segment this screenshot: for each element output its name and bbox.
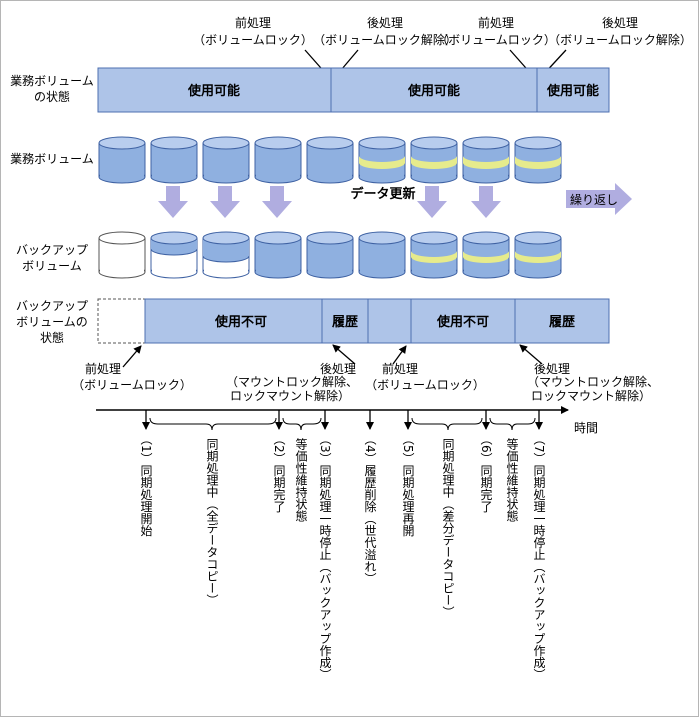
bottom-annotation-2-title: 後処理 [320,362,356,376]
business-volume-1-icon [98,136,146,184]
top-annotation-4: 後処理 （ボリュームロック解除） [548,16,692,47]
backup-state-label-2: ボリュームの [16,315,88,329]
business-volume-9-icon [514,136,562,184]
backup-volume-5-icon [306,231,354,279]
repeat-label: 繰り返し [570,193,618,207]
bottom-annotation-3-sub: （ボリュームロック） [365,378,485,392]
business-volume-label: 業務ボリューム [10,152,94,166]
top-annotation-1: 前処理 （ボリュームロック） [193,15,313,47]
arrow-bottom-4 [519,344,543,365]
copy-arrow-5 [471,186,501,218]
timeline-step-4: 等価性維持状態 [294,438,308,522]
timeline-step-10: 等価性維持状態 [505,438,519,522]
timeline-step-7: （5）同期処理再開 [401,433,415,537]
bottom-annotation-3-title: 前処理 [382,361,418,376]
backup-volume-3-icon [202,231,250,279]
business-state-segment-2: 使用可能 [407,83,460,99]
brace-equiv-2 [489,417,536,431]
backup-volume-2-icon [150,231,198,279]
bottom-annotation-4-sub-2: ロックマウント解除） [531,388,651,403]
bottom-annotation-1-title: 前処理 [85,361,121,376]
business-state-label-2: の状態 [34,89,70,104]
top-annotation-1-sub: （ボリュームロック） [193,33,313,47]
timeline-step-9: （6）同期完了 [479,433,493,513]
timeline-step-1: （1）同期処理開始 [139,433,153,537]
backup-volume-7-icon [410,231,458,279]
backup-volume-row [98,231,562,279]
bottom-annotation-4-sub-1: （マウントロック解除、 [527,374,659,389]
top-annotation-3-title: 前処理 [478,15,514,30]
top-annotation-1-title: 前処理 [235,15,271,30]
brace-sync-full [149,417,277,431]
backup-state-segment-2: 履歴 [332,315,358,330]
repeat-arrow-icon [566,183,632,215]
backup-state-label-1: バックアップ [16,299,88,313]
business-volume-row [98,136,562,184]
business-volume-7-icon [410,136,458,184]
bottom-annotation-2-sub-2: ロックマウント解除） [230,388,350,403]
top-annotation-2-sub: （ボリュームロック解除） [313,32,457,47]
backup-state-bar [144,298,610,344]
business-volume-8-icon [462,136,510,184]
top-annotation-2: 後処理 （ボリュームロック解除） [313,16,457,47]
backup-state-segment-1: 使用不可 [214,314,267,330]
backup-volume-8-icon [462,231,510,279]
timeline-step-11: （7）同期処理一時停止（バックアップ作成） [532,433,546,681]
time-label: 時間 [574,421,598,435]
business-volume-2-icon [150,136,198,184]
backup-volume-9-icon [514,231,562,279]
backup-state-segment-3: 使用不可 [436,314,489,330]
arrow-bottom-3 [392,345,407,365]
timeline-braces [149,417,536,431]
backup-state-label-3: 状態 [40,330,64,345]
timeline-step-6: （4）履歴削除（世代溢れ） [363,433,377,585]
business-volume-6-icon [358,136,406,184]
brace-sync-diff [411,417,483,431]
backup-volume-4-icon [254,231,302,279]
timeline-step-5: （3）同期処理一時停止（バックアップ作成） [318,433,332,681]
business-state-segment-1: 使用可能 [187,83,240,99]
bottom-annotation-4-title: 後処理 [534,362,570,376]
business-volume-3-icon [202,136,250,184]
backup-volume-1-icon [98,231,146,279]
copy-arrow-4 [417,186,447,218]
timeline-step-3: （2）同期完了 [272,433,286,513]
backup-volume-label-1: バックアップ [16,243,88,257]
arrow-bottom-1 [122,345,142,368]
business-volume-5-icon [306,136,354,184]
backup-state-segment-4: 履歴 [549,315,575,330]
timeline-step-2: 同期処理中（全データコピー） [205,438,219,606]
bottom-annotation-2-sub-1: （マウントロック解除、 [226,374,358,389]
top-annotation-3-sub: （ボリュームロック） [436,33,556,47]
backup-state-empty-segment [97,298,146,344]
copy-arrow-3 [262,186,292,218]
brace-equiv-1 [282,417,322,431]
arrow-bottom-2 [332,344,356,365]
business-state-bar [97,67,610,113]
backup-volume-label-2: ボリューム [22,259,82,273]
bottom-annotation-1-sub: （ボリュームロック） [72,378,192,392]
copy-arrow-1 [158,186,188,218]
business-state-segment-3: 使用可能 [546,83,599,99]
copy-arrow-2 [210,186,240,218]
timeline-markers [142,410,543,430]
timeline-step-8: 同期処理中（差分データコピー） [441,438,455,618]
top-annotation-4-title: 後処理 [602,16,638,30]
copy-arrows [158,186,501,218]
top-annotation-4-sub: （ボリュームロック解除） [548,32,692,47]
top-annotation-2-title: 後処理 [367,16,403,30]
backup-volume-6-icon [358,231,406,279]
top-annotation-3: 前処理 （ボリュームロック） [436,15,556,47]
data-update-label: データ更新 [350,186,415,202]
business-volume-4-icon [254,136,302,184]
business-state-label-1: 業務ボリューム [10,74,94,88]
